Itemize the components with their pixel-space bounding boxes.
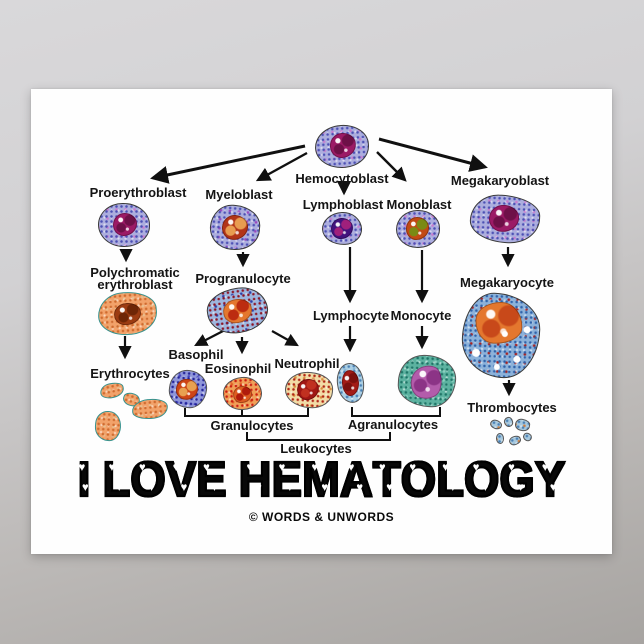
nucleus <box>328 132 357 159</box>
label-neutrophil: Neutrophil <box>274 356 340 371</box>
poster: Hemocytoblast Proerythroblast Myeloblast… <box>31 89 612 554</box>
label-proerythroblast: Proerythroblast <box>89 185 187 200</box>
label-leukocytes: Leukocytes <box>280 441 352 456</box>
label-myeloblast: Myeloblast <box>205 187 273 202</box>
nucleus <box>488 204 520 233</box>
nucleus <box>175 377 200 401</box>
nucleus <box>340 368 361 398</box>
label-eosinophil: Eosinophil <box>204 361 272 376</box>
hematopoiesis-diagram: Hemocytoblast Proerythroblast Myeloblast… <box>31 89 612 554</box>
label-lymphocyte: Lymphocyte <box>312 308 390 323</box>
thrombocyte <box>496 433 504 444</box>
label-polychromatic-erythroblast: Polychromatic erythroblast <box>90 265 180 292</box>
nucleus <box>220 213 250 242</box>
nucleus <box>113 302 142 326</box>
monoblast-cell <box>396 210 440 248</box>
nucleus <box>406 217 430 240</box>
label-megakaryoblast: Megakaryoblast <box>450 173 550 188</box>
nucleus <box>294 376 322 403</box>
label-hemocytoblast: Hemocytoblast <box>295 171 389 186</box>
label-progranulocyte: Progranulocyte <box>195 271 291 286</box>
nucleus <box>232 385 254 404</box>
nucleus <box>221 297 254 325</box>
nucleus <box>407 361 446 403</box>
label-lymphoblast: Lymphoblast <box>302 197 384 212</box>
label-granulocytes: Granulocytes <box>210 418 294 433</box>
label-monoblast: Monoblast <box>386 197 452 212</box>
label-megakaryocyte: Megakaryocyte <box>460 275 554 290</box>
poster-title: I♥♥ L♥♥O♥♥V♥♥E♥♥ H♥♥E♥♥M♥♥A♥♥T♥♥O♥♥L♥♥O♥… <box>77 453 567 507</box>
label-erythrocytes: Erythrocytes <box>90 366 170 381</box>
label-agranulocytes: Agranulocytes <box>347 417 439 432</box>
label-monocyte: Monocyte <box>390 308 452 323</box>
nucleus <box>113 213 137 237</box>
label-thrombocytes: Thrombocytes <box>467 400 557 415</box>
proerythroblast-cell <box>98 203 150 247</box>
nucleus <box>474 301 524 345</box>
label-basophil: Basophil <box>168 347 224 362</box>
copyright-credit: © WORDS & UNWORDS <box>248 510 395 524</box>
nucleus <box>330 217 354 240</box>
flow-arrows <box>118 137 516 441</box>
